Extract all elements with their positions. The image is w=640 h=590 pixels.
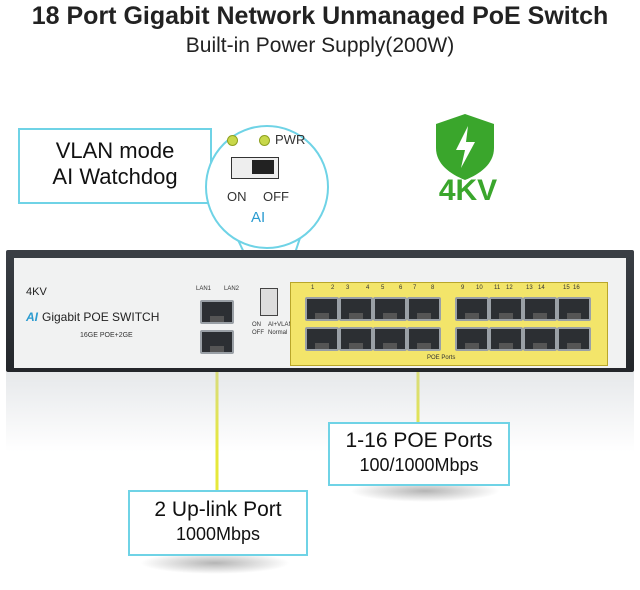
port-number: 8	[431, 285, 435, 291]
port-number: 3	[346, 285, 350, 291]
poe-port[interactable]	[523, 297, 557, 321]
poe-port[interactable]	[489, 297, 523, 321]
vlan-mode-label: VLAN mode	[55, 138, 175, 163]
poe-ports-callout: 1-16 POE Ports 100/1000Mbps	[328, 422, 510, 486]
port-number: 16	[573, 285, 580, 291]
port-number: 12	[506, 285, 513, 291]
led-indicator-1	[227, 135, 238, 146]
poe-port[interactable]	[523, 327, 557, 351]
callout-shadow	[140, 552, 290, 574]
dip-ai-vlan-label: AI+VLAN	[268, 322, 293, 328]
lan1-label: LAN1	[196, 286, 212, 292]
port-number: 7	[413, 285, 417, 291]
on-label: ON	[227, 189, 247, 204]
dip-off-label: OFF	[252, 330, 264, 336]
poe-ports-title: 1-16 POE Ports	[345, 429, 493, 452]
uplink-callout: 2 Up-link Port 1000Mbps	[128, 490, 308, 556]
uplink-port-1[interactable]	[200, 300, 234, 324]
spec-label: 16GE POE+2GE	[80, 332, 133, 339]
port-number: 1	[311, 285, 315, 291]
switch-reflection	[6, 372, 634, 452]
ai-logo: AI	[26, 310, 38, 324]
dip-switch-icon	[231, 157, 279, 179]
poe-port[interactable]	[305, 297, 339, 321]
port-number: 15	[563, 285, 570, 291]
poe-port[interactable]	[373, 297, 407, 321]
port-number: 5	[381, 285, 385, 291]
dip-normal-label: Normal	[268, 330, 288, 336]
poe-port-panel: 1 2 3 4 5 6 7 8 9 10 11 12 13 14 15 16 P…	[290, 282, 608, 366]
surge-rating-label: 4KV	[438, 174, 498, 207]
port-number: 4	[366, 285, 370, 291]
pwr-label: PWR	[275, 132, 306, 147]
port-number: 10	[476, 285, 483, 291]
poe-port[interactable]	[407, 297, 441, 321]
poe-port[interactable]	[339, 297, 373, 321]
lightning-shield-icon	[428, 112, 502, 212]
poe-port[interactable]	[455, 327, 489, 351]
model-label: Gigabit POE SWITCH	[42, 310, 160, 324]
poe-port[interactable]	[455, 297, 489, 321]
port-number: 6	[399, 285, 403, 291]
off-label: OFF	[263, 189, 289, 204]
poe-port[interactable]	[557, 297, 591, 321]
uplink-port-2[interactable]	[200, 330, 234, 354]
port-number: 14	[538, 285, 545, 291]
ai-watchdog-label: AI Watchdog	[52, 164, 178, 189]
uplink-speed: 1000Mbps	[175, 524, 261, 544]
uplink-title: 2 Up-link Port	[154, 498, 282, 521]
surge-badge: 4KV	[26, 286, 47, 298]
poe-ports-label: POE Ports	[427, 355, 456, 361]
page-subtitle: Built-in Power Supply(200W)	[185, 34, 455, 57]
poe-port[interactable]	[407, 327, 441, 351]
poe-port[interactable]	[373, 327, 407, 351]
port-number: 11	[494, 285, 501, 291]
dip-switch-zoom: PWR ON OFF AI	[205, 125, 329, 249]
poe-port[interactable]	[305, 327, 339, 351]
port-number: 13	[526, 285, 533, 291]
poe-port[interactable]	[339, 327, 373, 351]
poe-port[interactable]	[557, 327, 591, 351]
lan2-label: LAN2	[224, 286, 240, 292]
port-number: 2	[331, 285, 335, 291]
page-title: 18 Port Gigabit Network Unmanaged PoE Sw…	[31, 2, 609, 30]
led-indicator-pwr	[259, 135, 270, 146]
dip-switch[interactable]	[260, 288, 278, 316]
poe-port[interactable]	[489, 327, 523, 351]
port-number: 9	[461, 285, 465, 291]
vlan-callout: VLAN mode AI Watchdog	[18, 128, 212, 204]
poe-ports-speed: 100/1000Mbps	[359, 455, 479, 475]
ai-label: AI	[251, 209, 266, 226]
dip-on-label: ON	[252, 322, 261, 328]
